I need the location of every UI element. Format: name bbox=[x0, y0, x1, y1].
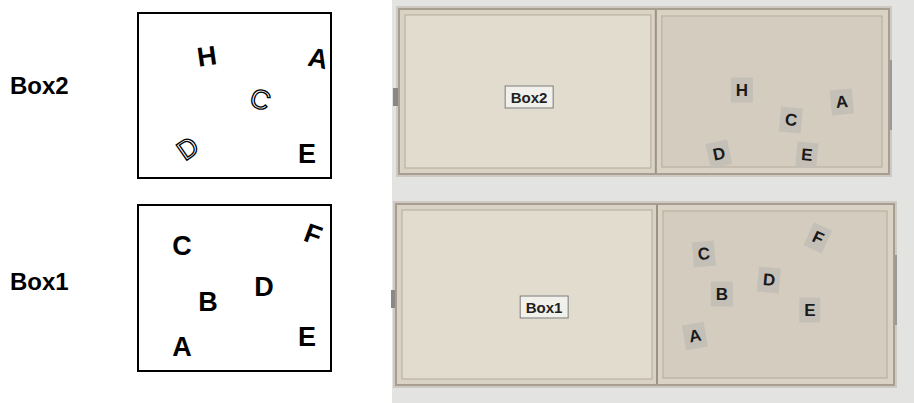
letter-card: C bbox=[246, 84, 274, 116]
lid-panel bbox=[405, 15, 651, 168]
box-label: Box2 bbox=[10, 74, 69, 98]
tray-floor bbox=[662, 16, 882, 167]
box-photo: Box2HCADE bbox=[398, 8, 890, 175]
letter-card: H bbox=[731, 78, 753, 103]
letter-card: A bbox=[830, 89, 854, 116]
lid-panel bbox=[402, 210, 652, 379]
letter-card: H bbox=[195, 42, 218, 71]
box-label: Box1 bbox=[520, 296, 569, 319]
letter-card: D bbox=[757, 267, 781, 294]
hinge-seam bbox=[656, 205, 658, 384]
letter-card: F bbox=[301, 219, 326, 250]
letter-card: E bbox=[799, 298, 820, 323]
letter-card: A bbox=[172, 334, 192, 361]
letter-card: E bbox=[298, 141, 316, 168]
box-label: Box2 bbox=[505, 86, 554, 109]
box-schematic: Box2HACDE bbox=[137, 12, 332, 179]
letter-card: B bbox=[198, 289, 218, 316]
box-shadow bbox=[393, 201, 897, 388]
box-photo: Box1CFBDEA bbox=[395, 203, 895, 386]
box-shadow bbox=[396, 6, 892, 177]
hinge-seam bbox=[655, 10, 657, 173]
letter-card: A bbox=[682, 322, 708, 350]
letter-card: D bbox=[172, 132, 203, 165]
tray-floor bbox=[663, 211, 887, 378]
letter-card: A bbox=[306, 44, 331, 74]
letter-card: E bbox=[298, 324, 316, 351]
letter-card: C bbox=[172, 233, 192, 260]
letter-card: B bbox=[711, 282, 733, 307]
letter-card: C bbox=[779, 107, 803, 134]
photo-backdrop bbox=[392, 0, 914, 403]
letter-card: D bbox=[254, 274, 274, 301]
letter-card: E bbox=[795, 142, 818, 169]
letter-card: C bbox=[692, 241, 716, 268]
box-schematic: Box1CFBDAE bbox=[137, 204, 332, 372]
box-label: Box1 bbox=[10, 270, 69, 294]
